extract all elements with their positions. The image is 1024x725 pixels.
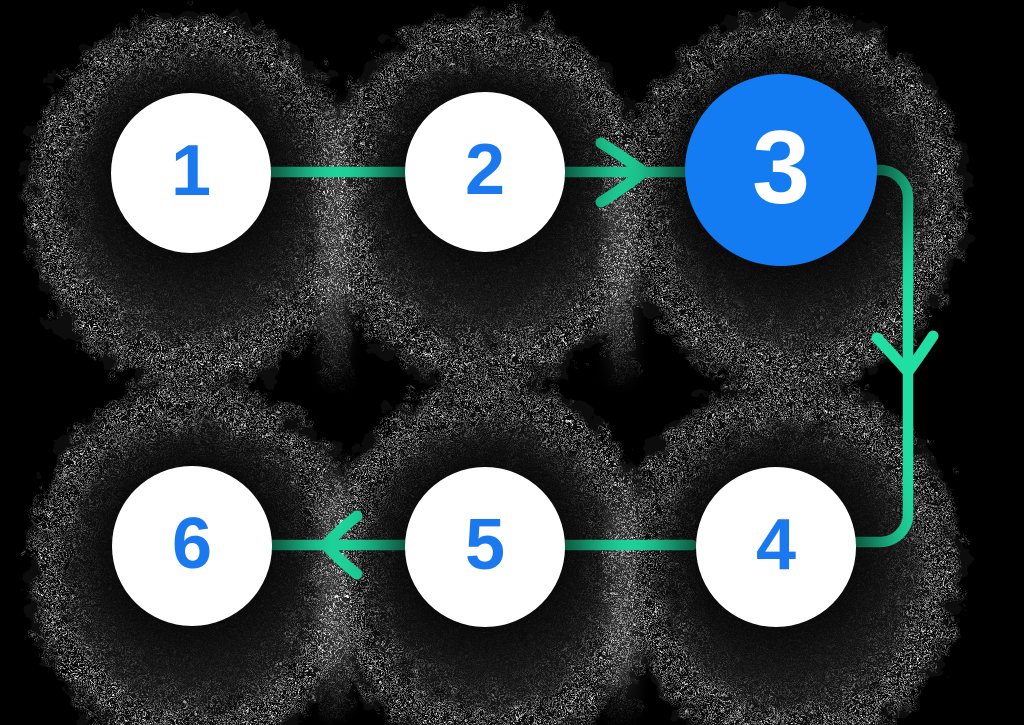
scribble-streak xyxy=(608,460,638,725)
step-number: 3 xyxy=(752,110,810,226)
arrow-right-icon xyxy=(595,137,650,208)
arrow-left-icon xyxy=(320,510,363,580)
step-number: 2 xyxy=(464,130,506,210)
step-number: 4 xyxy=(755,505,797,585)
step-circle-4: 4 xyxy=(696,467,856,627)
step-circle-2: 2 xyxy=(405,92,565,252)
step-circle-3-active: 3 xyxy=(685,74,877,266)
step-circle-5: 5 xyxy=(405,467,565,627)
step-number: 6 xyxy=(171,504,213,584)
step-number: 1 xyxy=(170,131,212,211)
step-number: 5 xyxy=(464,505,506,585)
connectors xyxy=(260,137,939,580)
scribble-streak xyxy=(320,90,350,390)
scribble-streak xyxy=(320,450,350,725)
scribble-streaks xyxy=(320,90,638,725)
connector-3-4 xyxy=(844,164,914,548)
step-circle-6: 6 xyxy=(112,466,272,626)
step-circle-1: 1 xyxy=(111,93,271,253)
arrow-down-icon xyxy=(871,330,939,378)
